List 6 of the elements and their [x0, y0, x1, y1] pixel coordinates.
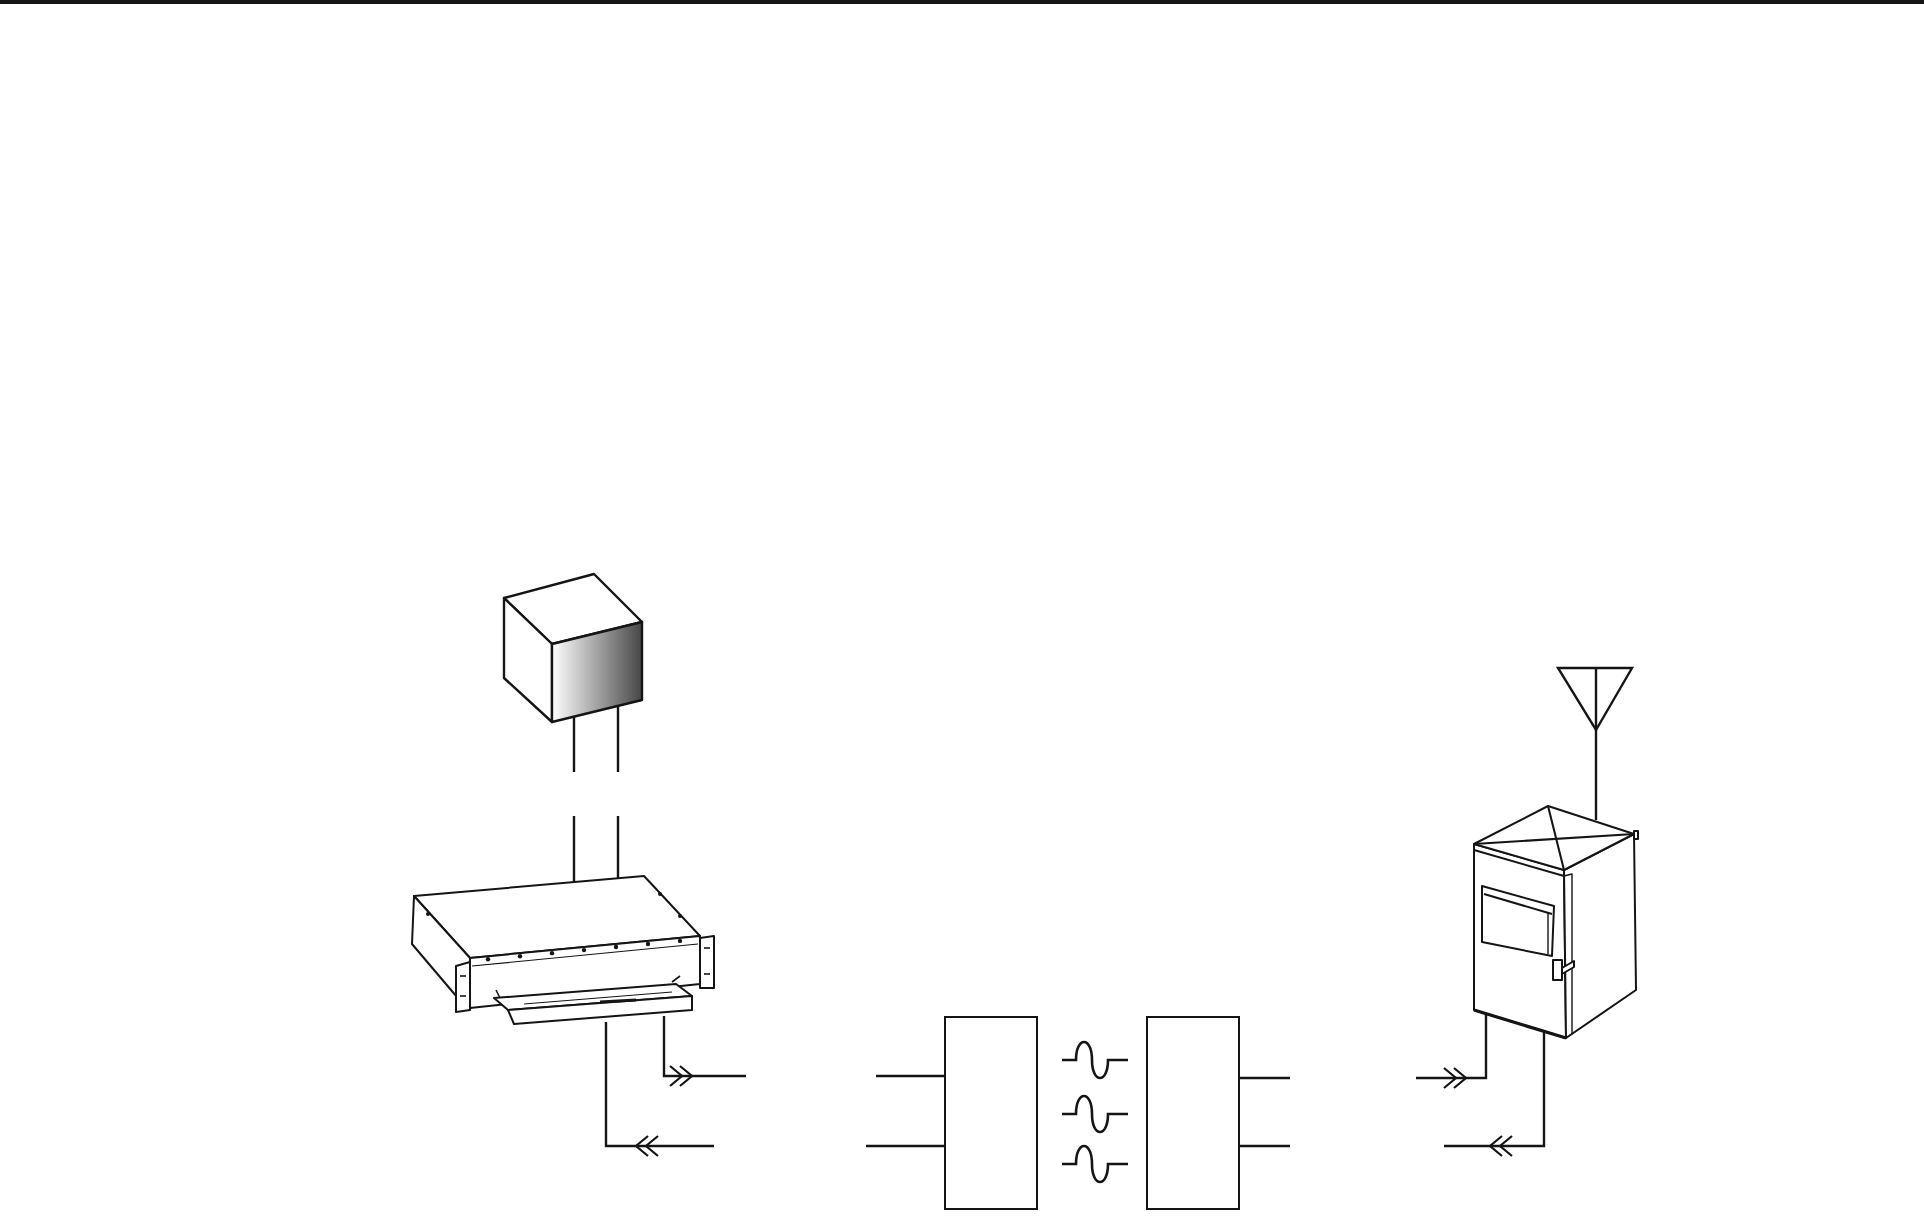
cube-drawing: [500, 570, 646, 726]
connector-line: [1594, 730, 1598, 820]
process-box: [944, 1016, 1038, 1210]
process-box: [1146, 1016, 1240, 1210]
cabinet-drawing: [1470, 802, 1640, 1042]
antenna-symbol: [1556, 666, 1636, 732]
